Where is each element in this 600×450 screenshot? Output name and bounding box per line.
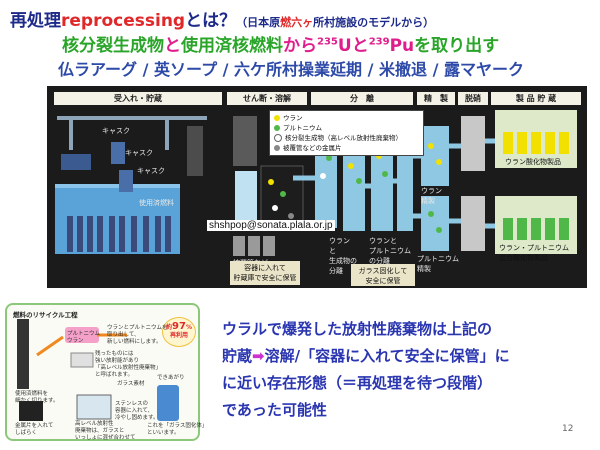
inset-text-cut: 使用済燃料を 細かく切ります。 (15, 391, 58, 405)
mox-product-label: ウラン・プルトニウム 混合酸化物製品 (499, 243, 569, 263)
title2-fp: 核分裂生成物 (62, 36, 164, 56)
slide-title-line2: 核分裂生成物と使用済核燃料から235Uと239Puを取り出す (62, 31, 499, 56)
legend-uranium-label: ウラン (283, 114, 303, 122)
title-reprocessing-en: reprocessing (61, 11, 185, 31)
title2-u: U (338, 36, 352, 56)
title2-sup2: 239 (369, 36, 390, 47)
title2-extract: を取り出す (414, 36, 499, 56)
title-reprocess-jp: 再処理 (10, 11, 61, 31)
title2-kara: から (283, 36, 317, 56)
facility-list: 仏ラアーグ / 英ソープ / 六ケ所村操業延期 / 米撤退 / 露マヤーク (58, 56, 524, 80)
shear-machine (233, 116, 257, 166)
inset-text-metal: 金属片を入れて しばらく (15, 423, 53, 437)
denitration-mox (461, 196, 485, 251)
body-storage: 貯蔵 (222, 347, 252, 365)
cask-label-1: キャスク (102, 126, 130, 136)
uranium-product-cans (503, 132, 569, 154)
inset-text-hlw-mix: 高レベル放射性 廃棄物は、ガラスと いっしょに混ぜ合わせて (75, 421, 136, 442)
inset-text-extract: ウランとプルトニウムを 取り出して、 新しい燃料にします。 (107, 325, 168, 346)
mox-product-cans (503, 218, 569, 240)
body-line-3: に近い存在形態（＝再処理を待つ段階） (222, 372, 492, 393)
legend-fission-products: 核分裂生成物（高レベル放射性廃棄物） (274, 133, 419, 143)
legend-uranium: ウラン (274, 113, 419, 123)
inset-text-residue: 残ったものには 強い放射能があり 「高レベル放射性廃棄物」 と呼ばれます。 (95, 351, 161, 379)
fuel-racks (67, 216, 171, 252)
legend-fp-label: 核分裂生成物（高レベル放射性廃棄物） (285, 134, 402, 142)
cask-label-3: キャスク (137, 166, 165, 176)
title-paren-b: 燃 (280, 16, 291, 29)
uranium-product-label: ウラン酸化物製品 (505, 157, 561, 167)
glass-canister-icon (157, 385, 179, 421)
title2-pu: Pu (390, 36, 415, 56)
slide-title-line1: 再処理reprocessingとは？（日本原燃六ヶ所村施設のモデルから） (10, 6, 434, 31)
body-dissolve: 溶解/「容器に入れて安全に保管」に (265, 347, 510, 365)
storage-pool (55, 186, 180, 254)
cask-3 (119, 170, 133, 192)
title-paren-a: （日本原 (236, 16, 280, 29)
u-pu-separation-label: ウランと プルトニウム の分離 (369, 236, 411, 266)
title2-spent: 使用済核燃料 (181, 36, 283, 56)
title-paren-d: 所村施設のモデルから） (313, 16, 434, 29)
legend-dot-plutonium (274, 125, 280, 131)
cladding-containers (233, 236, 275, 256)
cask-truck-1 (61, 154, 91, 170)
inset-text-pu-u: プルトニウム ウラン (67, 331, 100, 345)
crane-rail (57, 116, 207, 120)
inset-text-glass-body: これを「ガラス固化体」 といいます。 (147, 423, 207, 437)
uranium-refine-label: ウラン 精製 (421, 186, 442, 206)
title-paren-c: 六ヶ (291, 16, 313, 29)
inset-text-glass-material: ガラス素材 (117, 381, 144, 388)
pool-surface (55, 184, 180, 188)
legend-dot-fp (274, 134, 282, 142)
diagram-legend: ウラン プルトニウム 核分裂生成物（高レベル放射性廃棄物） 被覆管などの金属片 (269, 110, 424, 156)
legend-dot-uranium (274, 115, 280, 121)
title-towa: とは？ (185, 11, 236, 31)
reprocessing-diagram: 受入れ・貯蔵 せん断・溶解 分 離 精 製 脱硝 製 品 貯 蔵 (47, 86, 587, 288)
author-email[interactable]: shshpop@sonata.plala.or.jp (207, 220, 335, 231)
body-line-4: であった可能性 (222, 399, 327, 420)
legend-plutonium: プルトニウム (274, 123, 419, 133)
store-container-box: 容器に入れて 貯蔵庫で安全に保管 (230, 261, 300, 285)
pu-refine-label: プルトニウム 精製 (417, 254, 459, 274)
cask-label-2: キャスク (125, 148, 153, 158)
legend-cladding: 被覆管などの金属片 (274, 143, 419, 153)
crane-post-2 (165, 120, 169, 150)
title2-sup1: 235 (317, 36, 338, 47)
inset-text-done: できあがり (157, 375, 185, 382)
legend-plutonium-label: プルトニウム (283, 124, 322, 132)
uranium-purification (421, 126, 449, 186)
title2-to1: と (164, 36, 181, 56)
glass-solidify-box: ガラス固化して 安全に保管 (351, 264, 415, 286)
title2-to2: と (352, 36, 369, 56)
body-line-1: ウラルで爆発した放射性廃棄物は上記の (222, 318, 492, 339)
dissolver-cell (261, 166, 303, 228)
legend-cladding-label: 被覆管などの金属片 (283, 144, 342, 152)
body-line-2: 貯蔵➡溶解/「容器に入れて安全に保管」に (222, 345, 510, 366)
inset-text-stainless: ステンレスの 容器に入れて、 冷やし固めます。 (115, 401, 158, 422)
crane-post-1 (69, 120, 73, 150)
transfer-shaft (187, 126, 203, 176)
fuel-assembly-icon (17, 319, 29, 389)
page-number: 12 (562, 424, 573, 434)
spent-fuel-label: 使用済燃料 (139, 198, 174, 208)
legend-dot-cladding (274, 145, 280, 151)
arrow-icon (37, 337, 63, 355)
recycle-inset: 燃料のリサイクル工程 約97% 再利用 プルトニウム ウラン ウランとプルトニウ… (5, 303, 200, 441)
glass-melter-icon (77, 395, 111, 419)
residue-container-icon (71, 353, 93, 367)
denitration-u (461, 116, 485, 171)
arrow-right-icon: ➡ (252, 347, 265, 365)
cask-2 (111, 142, 125, 164)
